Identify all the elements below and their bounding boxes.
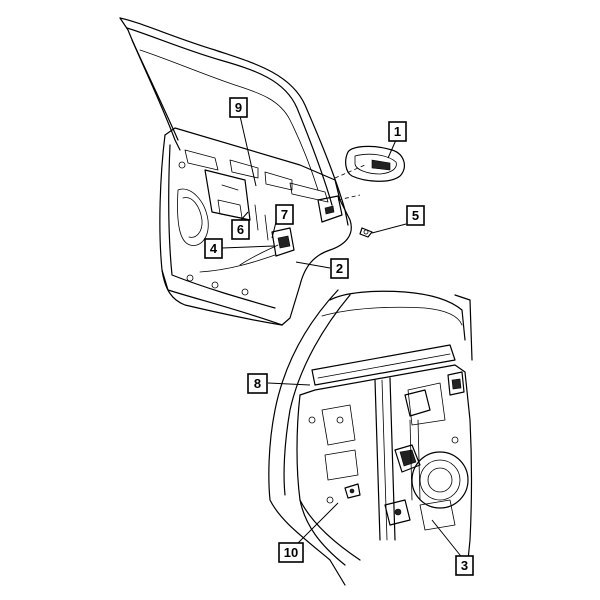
callout-2: 2 — [330, 258, 349, 279]
callout-5-label: 5 — [412, 208, 419, 223]
callout-3-label: 3 — [461, 558, 468, 573]
callout-1: 1 — [388, 121, 407, 142]
inside-handle-bezel — [345, 145, 406, 182]
callout-4: 4 — [204, 238, 223, 259]
callout-9: 9 — [229, 97, 248, 118]
callout-4-label: 4 — [210, 241, 218, 256]
leader-4 — [221, 245, 275, 249]
callout-5: 5 — [406, 205, 425, 226]
callout-1-label: 1 — [394, 124, 401, 139]
callout-6-label: 6 — [237, 222, 244, 237]
leader-3 — [431, 519, 465, 561]
leader-8 — [267, 382, 311, 386]
leader-6 — [240, 211, 249, 221]
callout-7: 7 — [275, 204, 294, 225]
leader-lines — [221, 115, 465, 561]
callout-8-label: 8 — [254, 376, 261, 391]
callout-10: 10 — [278, 542, 304, 563]
leader-9 — [239, 115, 257, 187]
upper-door-assembly — [119, 17, 373, 326]
leader-1 — [387, 139, 397, 159]
callout-8: 8 — [247, 373, 268, 394]
callout-6: 6 — [231, 219, 250, 240]
leader-5 — [371, 223, 407, 234]
callout-3: 3 — [455, 555, 474, 576]
callout-10-label: 10 — [284, 545, 298, 560]
callout-7-label: 7 — [281, 207, 288, 222]
callout-2-label: 2 — [336, 261, 343, 276]
lower-door-assembly — [268, 289, 473, 586]
callout-9-label: 9 — [235, 100, 242, 115]
leader-2 — [295, 261, 331, 269]
leader-10 — [297, 502, 339, 544]
